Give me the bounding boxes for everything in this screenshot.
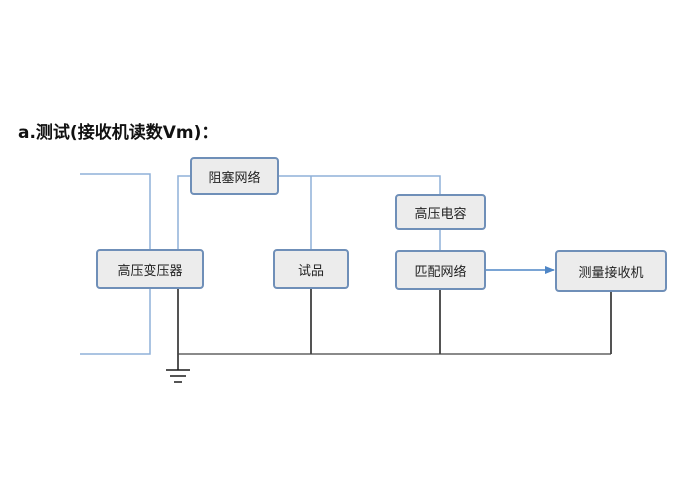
- ground-icon: [166, 369, 190, 383]
- measuring-receiver-block: 测量接收机: [555, 250, 667, 292]
- hv-transformer-block: 高压变压器: [96, 249, 204, 289]
- page-title: a.测试(接收机读数Vm)：: [18, 123, 219, 143]
- hv-capacitor-block: 高压电容: [395, 194, 486, 230]
- matching-network-block: 匹配网络: [395, 250, 486, 290]
- hv-bus-right: [279, 175, 441, 194]
- specimen-block: 试品: [273, 249, 349, 289]
- hv-bus-left: [177, 175, 190, 249]
- blocking-network-block: 阻塞网络: [190, 157, 279, 195]
